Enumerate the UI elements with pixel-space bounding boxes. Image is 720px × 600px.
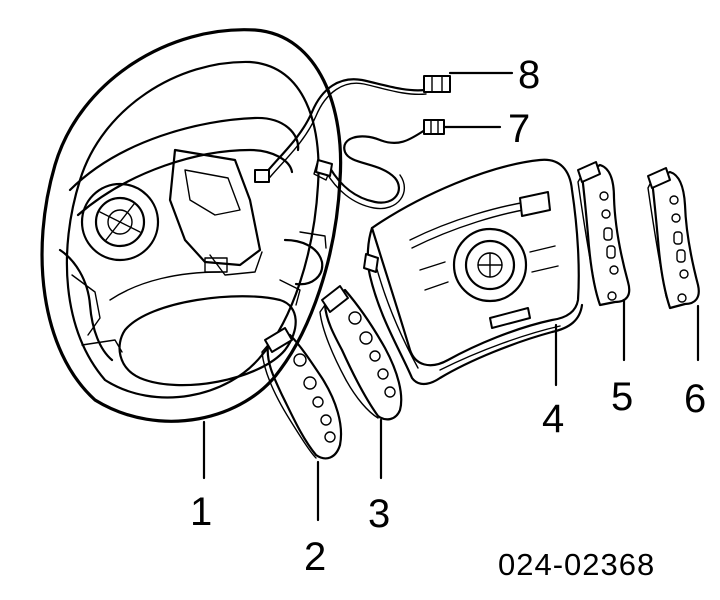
wheel-upper-spoke xyxy=(68,116,300,192)
callout-1: 1 xyxy=(190,490,212,534)
switch3-button-2 xyxy=(359,331,373,345)
callout-8: 8 xyxy=(518,53,540,97)
wheel-hub-center xyxy=(107,209,133,235)
callout-6: 6 xyxy=(684,377,706,421)
switch6-button-5 xyxy=(679,269,689,279)
airbag-cover-front xyxy=(370,158,580,367)
callout-7: 7 xyxy=(508,107,530,151)
switch2-button-1 xyxy=(293,353,307,367)
wheel-center-housing xyxy=(168,148,262,267)
wheel-hub-outer xyxy=(80,182,160,262)
switch2-button-4 xyxy=(320,414,332,426)
switch2-button-2 xyxy=(303,376,317,390)
callout-4: 4 xyxy=(542,397,564,441)
callout-5: 5 xyxy=(611,375,633,419)
airbag-cover-side xyxy=(366,226,584,386)
switch5-button-1 xyxy=(599,191,609,201)
wiring xyxy=(254,75,451,210)
cable-lower-shadow xyxy=(325,171,406,210)
airbag-side-edge xyxy=(374,261,419,369)
switch2-edge xyxy=(261,344,317,459)
diagram-reference: 024-02368 xyxy=(498,547,655,582)
cable-connector-lower xyxy=(423,119,445,135)
cable-upper-shadow xyxy=(265,82,427,183)
switch6-button-1 xyxy=(669,195,679,205)
airbag-emblem-ring xyxy=(452,227,528,303)
wheel-right-spoke xyxy=(283,238,324,286)
callout-2: 2 xyxy=(304,535,326,579)
connector-upper-ridges xyxy=(431,75,443,93)
switch6-screw xyxy=(677,293,687,303)
leader-lines xyxy=(202,71,700,522)
switch5-edge xyxy=(577,174,601,306)
airbag-side-clip xyxy=(363,253,379,273)
switch6-button-4 xyxy=(676,249,686,263)
switch2-button-5 xyxy=(324,431,336,443)
airbag-left-ribs xyxy=(419,261,449,291)
switch3-button-3 xyxy=(369,350,381,362)
airbag-bottom-vent xyxy=(489,307,531,329)
switch5-body xyxy=(580,163,631,307)
airbag-bottom-edge xyxy=(439,325,561,371)
cable-clip-upper xyxy=(254,169,270,183)
connector-lower-ridges xyxy=(430,119,439,135)
wheel-left-bracket xyxy=(71,274,101,336)
wheel-center-block xyxy=(184,169,241,216)
airbag-emblem-outer xyxy=(464,239,516,291)
switch3-button-5 xyxy=(384,386,396,398)
right-switch-cover xyxy=(577,161,631,307)
wheel-left-tab xyxy=(81,339,123,353)
switch6-body xyxy=(650,170,700,310)
switch5-screw xyxy=(607,291,617,301)
switch5-button-2 xyxy=(601,209,611,219)
steering-wheel xyxy=(40,28,343,423)
airbag-right-ribs xyxy=(529,245,559,273)
wheel-lower-spoke-edge xyxy=(109,271,221,301)
wheel-lower-opening xyxy=(118,295,297,387)
wheel-right-tab xyxy=(299,231,327,249)
cable-upper xyxy=(260,78,427,180)
switch3-tab xyxy=(321,285,349,313)
switch6-tab xyxy=(647,167,671,189)
switch5-button-4 xyxy=(606,245,616,259)
wheel-right-bracket xyxy=(279,279,301,306)
switch3-edge xyxy=(319,304,379,419)
switch6-button-3 xyxy=(673,231,683,245)
switch5-tab xyxy=(577,161,601,183)
switch5-button-3 xyxy=(603,227,613,241)
left-switch-panel xyxy=(319,285,403,421)
callout-labels: 1 2 3 4 5 6 7 8 xyxy=(190,53,706,579)
wheel-center-bracket xyxy=(209,251,263,276)
switch2-button-3 xyxy=(312,396,324,408)
switch3-button-4 xyxy=(377,368,389,380)
cable-clip-lower xyxy=(315,159,333,177)
wheel-hub-inner xyxy=(94,196,146,248)
cable-connector-upper xyxy=(423,75,451,93)
switch6-edge xyxy=(647,179,671,309)
switch2-tab xyxy=(264,327,293,353)
callout-3: 3 xyxy=(368,492,390,536)
airbag-emblem-cross xyxy=(477,252,503,278)
cable-lower xyxy=(328,128,427,204)
wheel-left-spoke xyxy=(58,248,114,362)
wheel-hub-cross xyxy=(99,203,141,241)
wheel-upper-spoke-edge xyxy=(76,148,294,217)
switch2-body xyxy=(266,333,343,460)
left-switch-cover xyxy=(261,327,343,460)
wheel-rim-inner xyxy=(65,60,320,399)
right-switch-panel xyxy=(647,167,700,310)
wheel-mount-tab xyxy=(204,257,228,273)
switch3-body xyxy=(323,288,403,421)
airbag-top-tab xyxy=(519,191,551,217)
switch3-button-1 xyxy=(348,311,362,325)
airbag-module xyxy=(363,158,584,386)
wheel-rim-outer xyxy=(40,28,343,423)
switch5-button-5 xyxy=(609,265,619,275)
switch6-button-2 xyxy=(671,213,681,223)
